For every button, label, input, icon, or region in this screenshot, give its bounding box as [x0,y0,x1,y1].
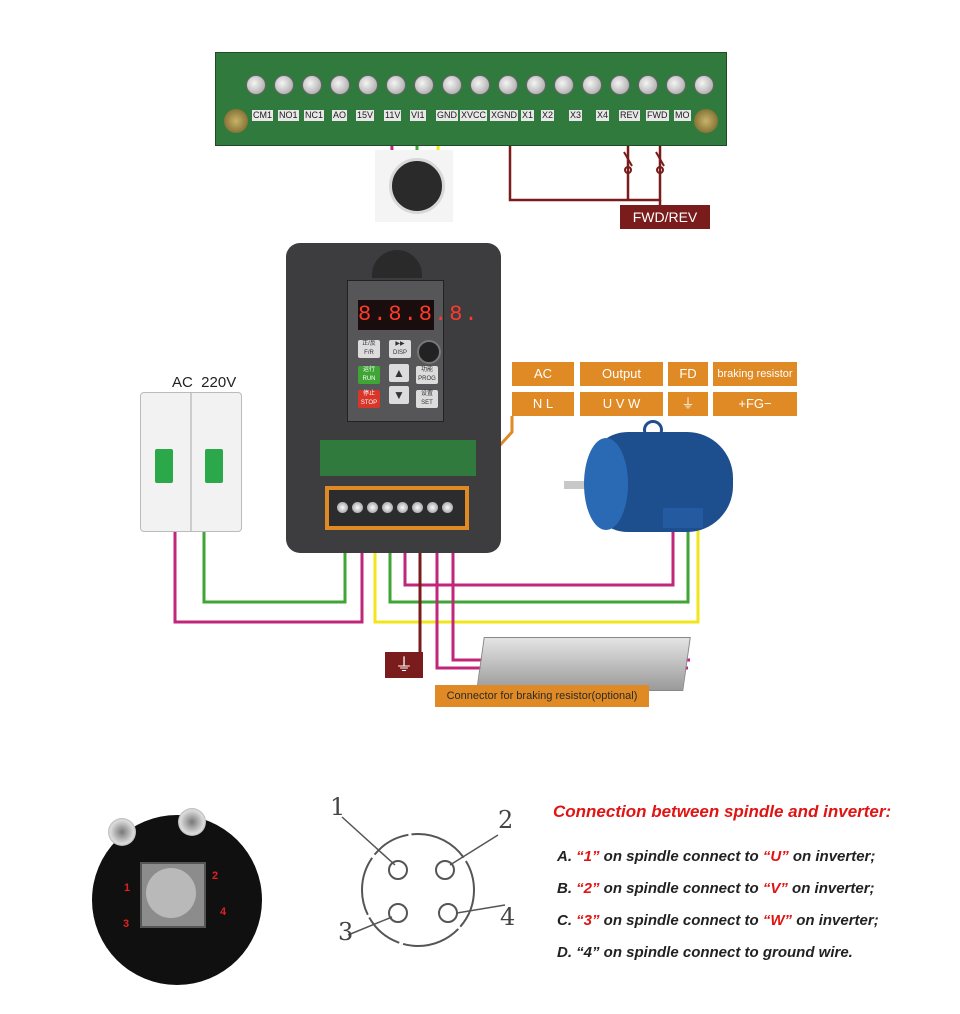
control-terminal-board: CM1 NO1 NC1 AO 15V 11V VI1 GND XVCC XGND… [215,52,727,146]
output-terminals: U V W [580,392,663,416]
set-button[interactable]: 设置 SET [416,390,438,408]
potentiometer-knob-icon [389,158,445,214]
ac-voltage-label: AC 220V [172,374,237,391]
ac-wire-l [173,520,364,624]
motor-terminal-box [663,508,703,528]
terminal-label: AO [332,110,348,121]
mount-screw-left [224,109,248,133]
spindle-pin-label: 2 [212,870,219,882]
terminal-label: X2 [541,110,555,121]
terminal-label: VI1 [410,110,426,121]
circuit-breaker [140,392,242,532]
motor-shaft [564,481,590,489]
mount-screw-right [694,109,718,133]
terminal-label: GND [436,110,458,121]
disp-button[interactable]: ▶▶ DISP [389,340,411,358]
header-fd: FD [668,362,708,386]
pin-layout-sketch [341,816,506,947]
power-terminal-strip [325,486,469,530]
terminal-label: XGND [490,110,519,121]
connection-line-a: A. “1” on spindle connect to “U” on inve… [557,848,876,865]
terminal-label: NC1 [304,110,325,121]
breaker-toggle-left [155,449,173,483]
ground-symbol-icon: ⏚ [385,652,423,678]
motor-wire-w [373,522,700,624]
fd-terminal: ⏚ [668,392,708,416]
motor-wire-u [403,522,675,587]
terminal-label: 15V [356,110,375,121]
terminal-label: X3 [569,110,583,121]
header-output: Output [580,362,663,386]
inverter-display: 8.8.8.8. [358,300,480,330]
prog-button[interactable]: 功能 PROG [416,366,438,384]
terminal-label: X4 [596,110,610,121]
coolant-fitting-icon [108,818,136,846]
sketch-pin-label: 1 [330,793,346,821]
spindle-pin-label: 1 [124,882,131,894]
connection-line-d: D. “4” on spindle connect to ground wire… [557,944,853,961]
coolant-fitting-icon [178,808,206,836]
terminal-label: 11V [384,110,402,121]
motor-lifting-eye-icon [643,420,663,440]
connection-line-c: C. “3” on spindle connect to “W” on inve… [557,912,879,929]
display-digits: 8.8.8.8. [358,302,480,327]
spindle-pin-label: 3 [123,918,130,930]
terminal-label: NO1 [278,110,299,121]
motor-wire-v [388,522,690,604]
fwd-rev-label: FWD/REV [620,205,710,229]
speed-knob-icon[interactable] [417,340,441,364]
terminal-label: FWD [646,110,669,121]
motor-endcap [584,438,628,530]
header-braking: braking resistor [713,362,797,386]
header-ac: AC [512,362,574,386]
spindle-socket [146,868,196,918]
sketch-pin-label: 2 [498,806,514,834]
ac-terminals: N L [512,392,574,416]
sketch-pin-label: 4 [500,903,516,931]
run-button[interactable]: 运行 RUN [358,366,380,384]
terminal-label: CM1 [252,110,274,121]
braking-resistor [476,637,691,691]
connection-line-b: B. “2” on spindle connect to “V” on inve… [557,880,875,897]
terminal-label: X1 [521,110,535,121]
connection-heading: Connection between spindle and inverter: [553,802,892,821]
braking-connector-label: Connector for braking resistor(optional) [435,685,649,707]
braking-terminals: +FG− [713,392,797,416]
potentiometer [375,150,453,222]
breaker-toggle-right [205,449,223,483]
up-arrow-button[interactable]: ▲ [389,364,409,382]
sketch-pin-label: 3 [338,918,354,946]
terminal-label: REV [619,110,640,121]
ac-wire-n [202,520,347,604]
stop-button[interactable]: 停止 STOP [358,390,380,408]
terminal-label: MO [674,110,691,121]
terminal-label: XVCC [460,110,488,121]
fr-button[interactable]: 正/反 F/R [358,340,380,358]
inverter-control-board [320,440,476,476]
spindle-pin-label: 4 [220,906,227,918]
down-arrow-button[interactable]: ▼ [389,386,409,404]
